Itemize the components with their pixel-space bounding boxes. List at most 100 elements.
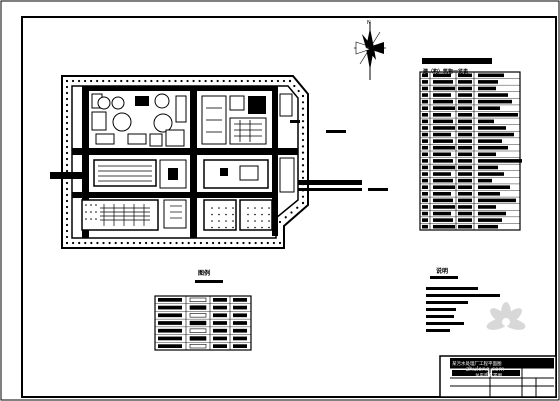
schedule-title: 建（构）筑物一览表 bbox=[423, 69, 469, 75]
schedule-cell-no bbox=[422, 119, 428, 124]
tree-dot bbox=[108, 241, 111, 245]
tree-dot bbox=[193, 241, 196, 245]
legend-cell-symbol bbox=[189, 297, 207, 303]
schedule-cell-name bbox=[433, 224, 455, 229]
lawn-dot bbox=[232, 226, 234, 229]
schedule-cell-name bbox=[433, 86, 455, 91]
schedule-cell-name bbox=[433, 152, 451, 157]
schedule-cell-note bbox=[478, 132, 514, 137]
tree-dot bbox=[65, 85, 69, 89]
lawn-dot bbox=[90, 204, 92, 206]
lawn-dot bbox=[247, 220, 249, 222]
lotus-logo-icon bbox=[486, 302, 526, 330]
tree-dot bbox=[218, 241, 221, 245]
tree-dot bbox=[240, 79, 243, 83]
tree-dot bbox=[84, 241, 87, 245]
tree-dot bbox=[138, 79, 141, 83]
schedule-cell-name bbox=[433, 113, 451, 117]
bldg-tr-2 bbox=[229, 95, 245, 111]
schedule-cell-note bbox=[478, 178, 492, 183]
tree-dot bbox=[284, 216, 287, 219]
tree-dot bbox=[71, 241, 75, 245]
tree-dot bbox=[162, 79, 165, 83]
tree-dot bbox=[301, 157, 305, 161]
tree-dot bbox=[108, 79, 111, 83]
tree-dot bbox=[120, 241, 123, 245]
tree-dot bbox=[260, 241, 263, 245]
lawn-dot bbox=[261, 226, 263, 229]
tree-dot bbox=[246, 79, 249, 83]
schedule-cell-size bbox=[458, 145, 472, 150]
schedule-cell-name bbox=[433, 159, 453, 163]
tree-dot bbox=[301, 170, 305, 173]
schedule-cell-name bbox=[433, 218, 453, 222]
schedule-cell-name bbox=[433, 139, 453, 143]
schedule-cell-no bbox=[422, 218, 428, 222]
tree-dot bbox=[301, 132, 305, 135]
legend-cell-label bbox=[158, 321, 182, 325]
tree-dot bbox=[65, 115, 69, 119]
equipment-tr bbox=[206, 107, 262, 142]
tree-dot bbox=[230, 241, 233, 245]
schedule-cell-note bbox=[478, 172, 504, 176]
schedule-cell-note bbox=[478, 192, 500, 196]
schedule-cell-size bbox=[458, 205, 472, 209]
legend-cell-symbol bbox=[189, 328, 207, 333]
schedule-cell-note bbox=[478, 80, 498, 84]
lawn-dot bbox=[95, 211, 97, 213]
tree-dot bbox=[65, 157, 69, 161]
schedule-cell-note bbox=[478, 119, 494, 124]
tree-dot bbox=[258, 79, 261, 83]
legend-cell-symbol bbox=[189, 305, 207, 310]
lawn-dot bbox=[261, 213, 263, 216]
tree-dot bbox=[65, 91, 69, 95]
entrance-road bbox=[50, 172, 82, 179]
title-block bbox=[439, 355, 557, 398]
legend-cell-label bbox=[158, 344, 182, 348]
schedule-cell-name bbox=[433, 185, 455, 189]
clarifier-5 bbox=[154, 93, 170, 109]
lawn-dot bbox=[254, 220, 256, 222]
schedule-cell-size bbox=[458, 185, 472, 189]
legend-cell-label bbox=[158, 298, 182, 302]
bldg-block-b bbox=[149, 133, 163, 147]
tree-dot bbox=[65, 121, 69, 125]
pipe-mid-east-2 bbox=[290, 120, 300, 123]
schedule-cell-size bbox=[458, 198, 472, 203]
lawn-dot bbox=[225, 207, 227, 209]
schedule-cell-name bbox=[433, 80, 453, 84]
lawn-dot bbox=[232, 207, 234, 209]
legend-title: 图例 bbox=[198, 270, 211, 277]
schedule-cell-note bbox=[478, 198, 516, 203]
bldg-mid-2a bbox=[220, 168, 228, 176]
tree-dot bbox=[65, 181, 69, 185]
schedule-cell-size bbox=[458, 211, 472, 216]
schedule-cell-size bbox=[458, 99, 472, 104]
tree-dot bbox=[65, 133, 69, 137]
road-vertical-east bbox=[272, 86, 278, 236]
green-dots bbox=[85, 204, 270, 229]
schedule-cell-note bbox=[478, 126, 506, 130]
clarifier-3 bbox=[112, 112, 132, 132]
schedule-cell-no bbox=[422, 224, 428, 229]
schedule-cell-no bbox=[422, 86, 428, 91]
tree-dot bbox=[234, 79, 237, 83]
tree-dot bbox=[163, 241, 166, 245]
tree-dot bbox=[65, 217, 69, 221]
schedule-cell-size bbox=[458, 192, 472, 196]
schedule-cell-size bbox=[458, 126, 472, 130]
road-vertical-west bbox=[82, 86, 89, 238]
bldg-block-c bbox=[165, 129, 185, 147]
tree-dot bbox=[156, 79, 159, 83]
schedule-cell-name bbox=[433, 165, 455, 170]
schedule-cell-name bbox=[433, 198, 453, 203]
schedule-cell-size bbox=[458, 80, 472, 84]
schedule-cell-no bbox=[422, 99, 428, 104]
bldg-tr-4 bbox=[229, 117, 267, 145]
schedule-cell-no bbox=[422, 145, 428, 150]
schedule-cell-name bbox=[433, 93, 451, 97]
tree-dot bbox=[65, 211, 69, 215]
tree-dot bbox=[272, 241, 276, 245]
tree-dot bbox=[65, 205, 69, 209]
